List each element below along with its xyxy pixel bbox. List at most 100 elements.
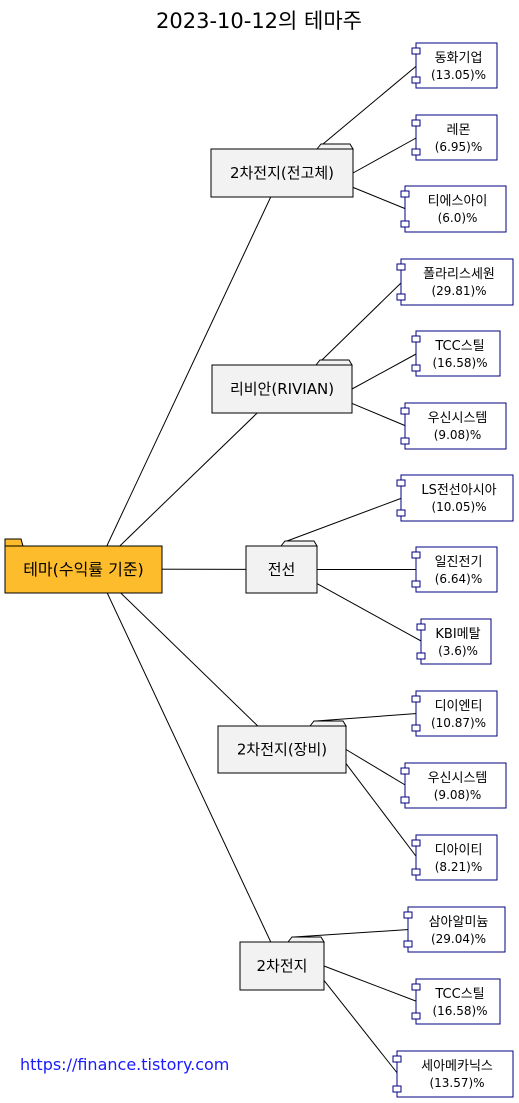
stock-name: TCC스틸: [434, 339, 484, 354]
component-pin-icon: [403, 911, 413, 919]
component-pin-icon: [411, 119, 421, 127]
component-pin-icon: [411, 580, 421, 588]
category-folder-tab: [308, 720, 347, 727]
stock-box: [415, 114, 498, 161]
stock-node: 우신시스템 (9.08)%: [400, 402, 507, 450]
stock-nodes: 동화기업 (13.05)% 레몬(6.95)% 티에스아이 (6.0)% 폴라리스세원 (2…: [392, 42, 514, 1098]
component-pin-icon: [396, 479, 406, 487]
category-folder-body: [211, 364, 353, 414]
category-folder-tab: [286, 936, 325, 943]
category-label: 2차전지(전고체): [230, 164, 334, 182]
connector-lines: [95, 65, 423, 1075]
category-stock-edge: [323, 965, 418, 1002]
stock-box: [400, 474, 514, 522]
category-stock-edge: [352, 137, 418, 174]
component-pin-icon: [416, 623, 426, 631]
component-pin-icon: [411, 983, 421, 991]
stock-return: (6.0)%: [438, 211, 478, 225]
component-pin-icon: [411, 868, 421, 876]
component-pin-icon: [416, 652, 426, 660]
category-stock-edge: [322, 65, 418, 145]
component-pin-icon: [400, 796, 410, 804]
stock-node: 폴라리스세원 (29.81)%: [396, 258, 514, 306]
component-pin-icon: [411, 551, 421, 559]
category-stock-edge: [351, 353, 418, 390]
stock-node: KBI메탈 (3.6)%: [416, 618, 492, 665]
category-stock-edge: [293, 929, 410, 938]
stock-name: 삼아알미늄: [429, 915, 489, 930]
category-folder-body: [210, 148, 354, 198]
stock-node: 레몬(6.95)%: [411, 114, 498, 161]
stock-node: 디이엔티(10.87)%: [411, 690, 498, 737]
stock-name: 티에스아이: [428, 194, 488, 209]
stock-name: 일진전기: [435, 555, 483, 570]
category-folder-body: [217, 725, 347, 774]
category-folder-tab: [279, 540, 318, 547]
category-stock-edge: [316, 583, 423, 642]
stock-return: (9.08)%: [434, 428, 481, 442]
stock-node: TCC스틸(16.58)%: [411, 330, 501, 377]
category-stock-edge: [286, 497, 403, 542]
component-pin-icon: [411, 47, 421, 55]
stock-box: [404, 402, 507, 450]
stock-name: 폴라리스세원: [423, 267, 495, 282]
stock-return: (10.05)%: [431, 500, 486, 514]
component-pin-icon: [400, 767, 410, 775]
category-node: 2차전지: [239, 936, 325, 991]
stock-return: (13.57)%: [429, 1076, 484, 1090]
root-category-edge: [95, 172, 283, 570]
stock-node: LS전선아시아(10.05)%: [396, 474, 514, 522]
component-pin-icon: [411, 76, 421, 84]
stock-box: [404, 185, 507, 233]
stock-name: 우신시스템: [428, 411, 488, 426]
stock-box: [415, 546, 498, 593]
stock-return: (3.6)%: [438, 644, 478, 658]
category-folder-body: [245, 545, 318, 594]
category-stock-edge: [323, 980, 399, 1075]
root-node: 테마(수익률 기준): [4, 538, 163, 594]
stock-name: 동화기업: [435, 51, 483, 66]
root-category-edge: [95, 568, 283, 967]
stock-name: 레몬: [447, 123, 471, 138]
component-pin-icon: [392, 1085, 402, 1093]
category-label: 리비안(RIVIAN): [230, 380, 334, 398]
stock-name: 디아이티: [435, 843, 483, 858]
component-pin-icon: [411, 364, 421, 372]
component-pin-icon: [400, 407, 410, 415]
stock-box: [420, 618, 492, 665]
category-stock-edge: [351, 402, 407, 427]
category-node: 2차전지(장비): [217, 720, 347, 774]
stock-node: 디아이티 (8.21)%: [411, 834, 498, 881]
root-folder-tab: [4, 538, 24, 547]
root-folder-body: [4, 545, 163, 594]
stock-name: KBI메탈: [435, 627, 480, 642]
category-stock-edge: [321, 281, 403, 361]
stock-box: [404, 762, 507, 809]
stock-name: TCC스틸: [434, 987, 484, 1002]
root-category-edge: [95, 388, 283, 570]
stock-box: [415, 330, 501, 377]
category-label: 전선: [268, 561, 296, 579]
component-pin-icon: [411, 724, 421, 732]
stock-return: (10.87)%: [431, 716, 486, 730]
component-pin-icon: [400, 437, 410, 445]
stock-box: [396, 1050, 514, 1098]
stock-node: 일진전기 (6.64)%: [411, 546, 498, 593]
stock-return: (6.64)%: [435, 572, 482, 586]
footer-link[interactable]: https://finance.tistory.com: [20, 1055, 229, 1074]
category-nodes: 2차전지(전고체) 리비안(RIVIAN) 전선 2차전지(장비) 2차전지: [210, 143, 354, 991]
stock-return: (8.21)%: [435, 860, 482, 874]
stock-box: [415, 834, 498, 881]
stock-node: 동화기업 (13.05)%: [411, 42, 498, 89]
component-pin-icon: [411, 1012, 421, 1020]
stock-name: 우신시스템: [428, 771, 488, 786]
component-pin-icon: [400, 190, 410, 198]
stock-return: (29.81)%: [431, 284, 486, 298]
stock-return: (13.05)%: [431, 68, 486, 82]
category-folder-tab: [314, 359, 353, 366]
component-pin-icon: [392, 1055, 402, 1063]
stock-box: [407, 906, 506, 953]
category-label: 2차전지(장비): [237, 741, 327, 759]
component-pin-icon: [396, 509, 406, 517]
stock-node: 티에스아이 (6.0)%: [400, 185, 507, 233]
